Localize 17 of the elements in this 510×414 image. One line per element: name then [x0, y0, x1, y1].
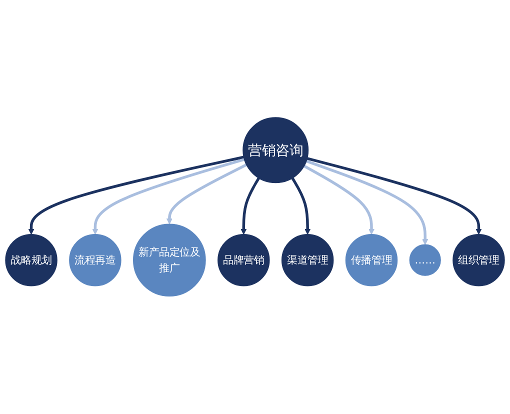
node-circle: 流程再造	[69, 234, 122, 286]
arrow	[291, 178, 311, 235]
node-circle: 新产品定位及推广	[133, 224, 206, 297]
arrow	[306, 160, 428, 246]
arrow	[240, 178, 260, 235]
node-circle: 传播管理	[345, 234, 398, 286]
arrow	[92, 158, 245, 235]
node-circle: 战略规划	[5, 234, 58, 286]
node-circle: 营销咨询	[242, 117, 309, 184]
arrow	[304, 164, 375, 235]
node-circle: 渠道管理	[281, 234, 334, 286]
node-circle: 组织管理	[452, 234, 505, 286]
arrow	[28, 156, 244, 235]
node-circle: 品牌营销	[218, 234, 270, 286]
arrow	[166, 164, 248, 224]
arrow	[306, 157, 482, 235]
node-circle: ……	[409, 244, 441, 276]
